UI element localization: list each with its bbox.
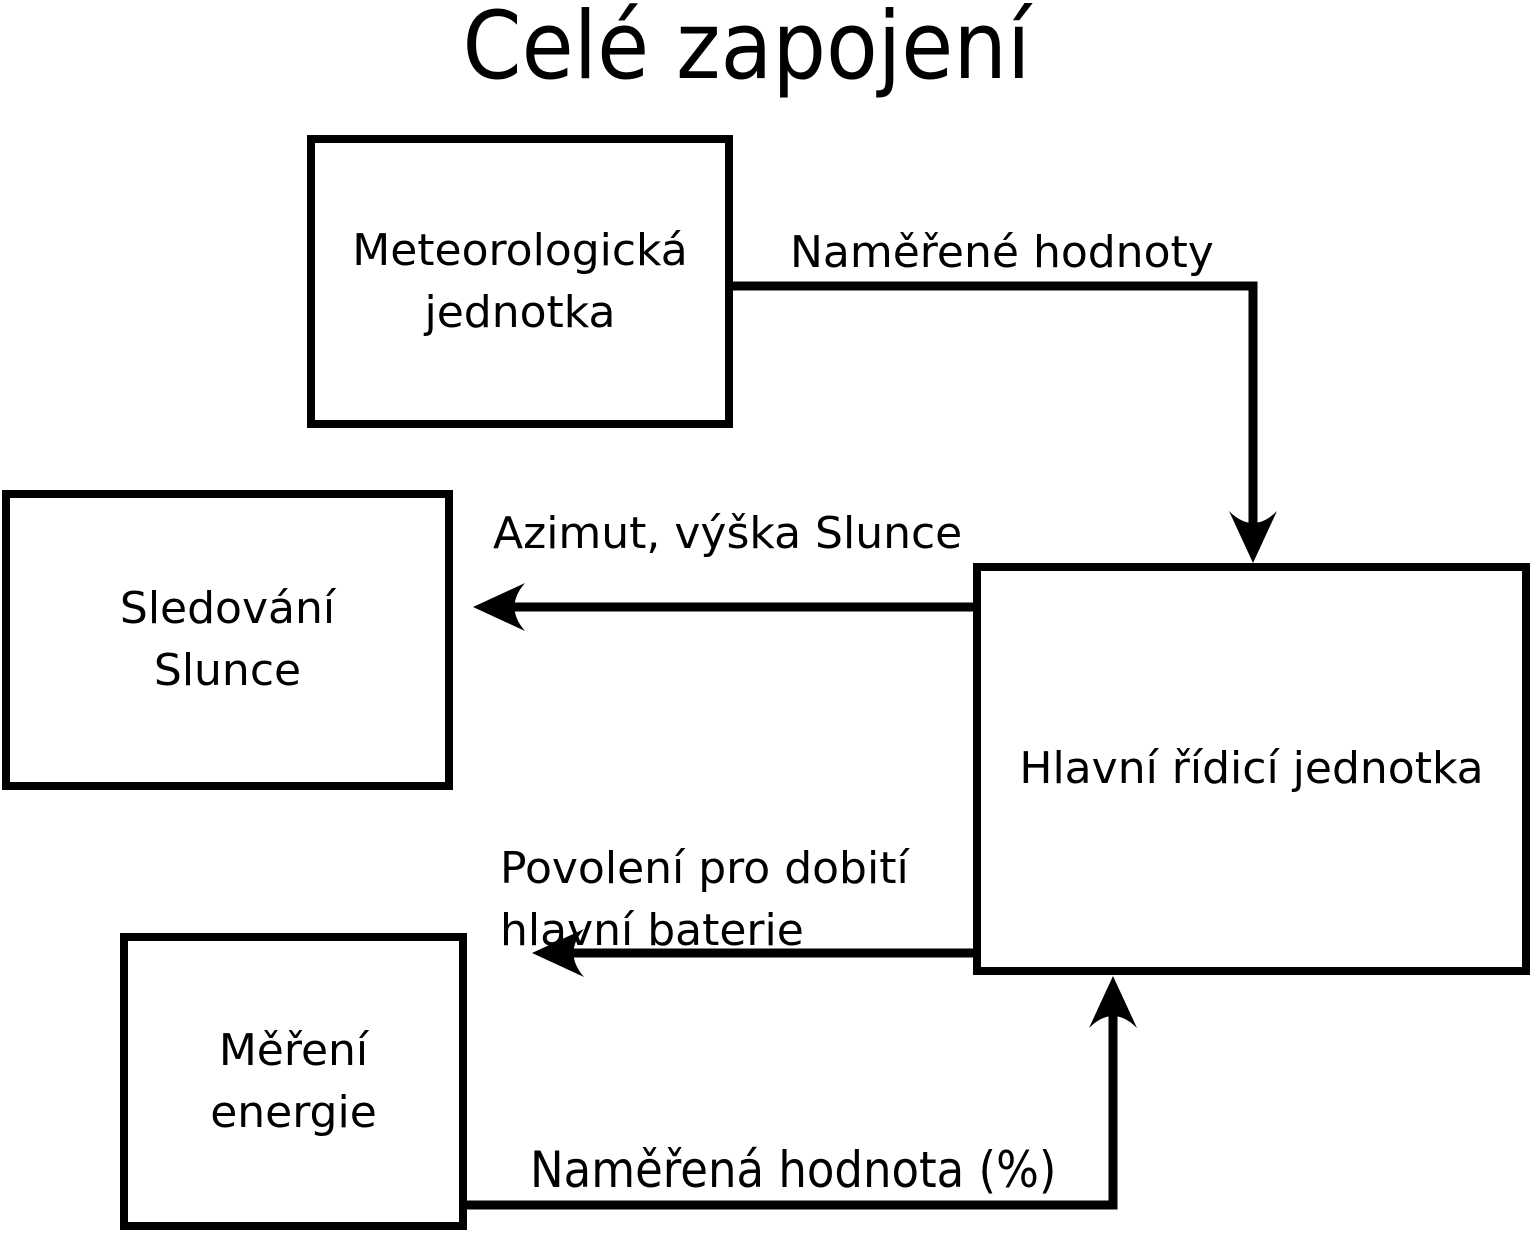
- node-main-control-unit-label: Hlavní řídicí jednotka: [1019, 743, 1484, 794]
- node-meteorological-unit: Meteorologická jednotka: [307, 135, 733, 428]
- edge-charge-permission-arrowhead: [532, 929, 584, 977]
- node-sun-tracking-label: Sledování Slunce: [119, 583, 336, 696]
- node-energy-measurement-label: Měření energie: [210, 1024, 377, 1138]
- node-main-control-unit: Hlavní řídicí jednotka: [973, 563, 1530, 975]
- edge-label-charge-permission: Povolení pro dobití hlavní baterie: [500, 843, 909, 956]
- edge-label-sun-position: Azimut, výška Slunce: [493, 508, 963, 559]
- edge-label-measured-values: Naměřené hodnoty: [790, 227, 1214, 278]
- node-sun-tracking: Sledování Slunce: [2, 490, 453, 790]
- edge-measured-values-line: [725, 281, 1258, 524]
- edge-sun-position-arrowhead: [473, 583, 525, 631]
- node-energy-measurement: Měření energie: [120, 933, 467, 1230]
- diagram-title: Celé zapojení: [462, 0, 1031, 101]
- edge-label-measured-percentage: Naměřená hodnota (%): [530, 1141, 1057, 1199]
- edge-measured-percentage-arrowhead: [1089, 976, 1137, 1028]
- edge-measured-values-arrowhead: [1229, 511, 1277, 563]
- edge-measured-percentage-line: [462, 1014, 1118, 1210]
- node-meteorological-unit-label: Meteorologická jednotka: [352, 224, 688, 338]
